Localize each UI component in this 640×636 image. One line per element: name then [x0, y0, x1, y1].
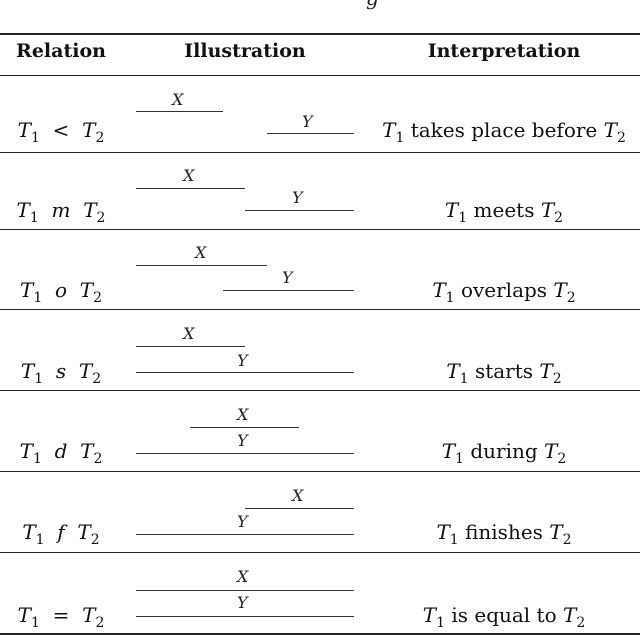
relation-cell: T1 s T2 — [20, 359, 102, 387]
row-rule — [0, 552, 640, 553]
interval-y-line — [136, 372, 354, 373]
interpretation-cell: T1 meets T2 — [444, 198, 564, 226]
row-rule — [0, 471, 640, 472]
header-relation: Relation — [16, 40, 106, 62]
interval-x-label: X — [195, 243, 207, 262]
interval-x-line — [136, 265, 267, 266]
interval-y-label: Y — [302, 112, 313, 131]
table-row: T1 = T2 X Y T1 is equal to T2 — [0, 553, 640, 633]
relation-cell: T1 < T2 — [17, 118, 105, 146]
interpretation-cell: T1 is equal to T2 — [422, 603, 586, 631]
relation-cell: T1 = T2 — [17, 603, 105, 631]
interval-x-label: X — [237, 405, 249, 424]
header-interpretation: Interpretation — [427, 40, 581, 62]
relation-cell: T1 d T2 — [19, 439, 103, 467]
interval-x-label: X — [183, 324, 195, 343]
interval-y-label: Y — [292, 188, 303, 207]
interpretation-cell: T1 during T2 — [441, 439, 567, 467]
table-top-rule — [0, 33, 640, 35]
row-rule — [0, 390, 640, 391]
interval-x-line — [136, 188, 245, 189]
interpretation-cell: T1 overlaps T2 — [432, 278, 576, 306]
interval-x-line — [136, 111, 223, 112]
row-rule — [0, 309, 640, 310]
table-row: T1 s T2 X Y T1 starts T2 — [0, 310, 640, 390]
interval-y-label: Y — [282, 268, 293, 287]
table-bottom-rule — [0, 633, 640, 635]
table-row: T1 o T2 X Y T1 overlaps T2 — [0, 230, 640, 310]
table-row: T1 < T2 X Y T1 takes place before T2 — [0, 76, 640, 156]
interval-y-label: Y — [237, 351, 248, 370]
interval-x-line — [245, 508, 354, 509]
interpretation-cell: T1 finishes T2 — [436, 520, 572, 548]
interval-x-label: X — [292, 486, 304, 505]
interval-x-line — [136, 590, 354, 591]
interval-y-line — [136, 616, 354, 617]
table-row: T1 d T2 X Y T1 during T2 — [0, 391, 640, 471]
interval-y-line — [136, 534, 354, 535]
interval-y-line — [267, 133, 354, 134]
interval-x-line — [190, 427, 299, 428]
header-rule — [0, 75, 640, 76]
interval-y-line — [136, 453, 354, 454]
interval-y-line — [223, 290, 354, 291]
interpretation-cell: T1 takes place before T2 — [382, 118, 626, 146]
interval-x-label: X — [183, 166, 195, 185]
table-row: T1 m T2 X Y T1 meets T2 — [0, 153, 640, 233]
interval-y-label: Y — [237, 593, 248, 612]
interval-x-line — [136, 346, 245, 347]
relation-cell: T1 f T2 — [22, 520, 100, 548]
interval-y-label: Y — [237, 512, 248, 531]
interval-y-label: Y — [237, 431, 248, 450]
caption-fragment: g — [366, 0, 379, 10]
relation-cell: T1 m T2 — [16, 198, 106, 226]
interval-x-label: X — [172, 90, 184, 109]
row-rule — [0, 229, 640, 230]
interval-x-label: X — [237, 567, 249, 586]
interpretation-cell: T1 starts T2 — [446, 359, 562, 387]
header-illustration: Illustration — [184, 40, 306, 62]
relation-cell: T1 o T2 — [19, 278, 102, 306]
row-rule — [0, 152, 640, 153]
table-row: T1 f T2 X Y T1 finishes T2 — [0, 472, 640, 552]
interval-y-line — [245, 210, 354, 211]
